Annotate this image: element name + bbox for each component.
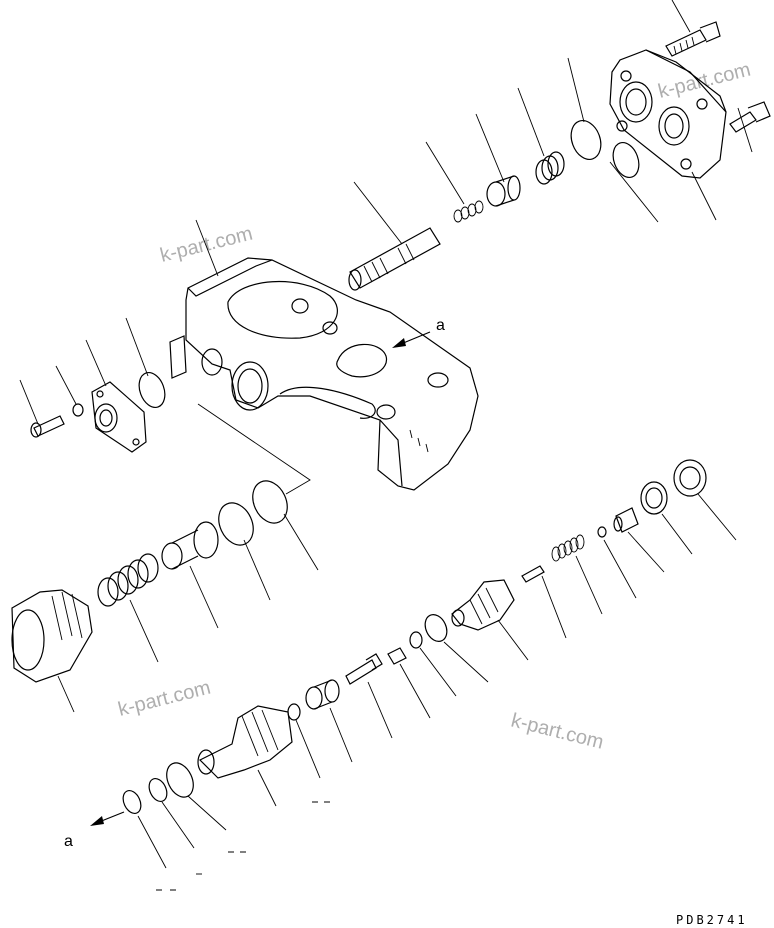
spring-right	[551, 534, 585, 562]
dash-marks	[156, 801, 330, 891]
drawing-code: PDB2741	[676, 913, 748, 927]
spring-top	[535, 151, 565, 185]
flange	[91, 381, 147, 453]
small-spring-top	[453, 200, 484, 223]
watermark-top-left: k-part.com	[158, 223, 255, 267]
pilot-poppet	[521, 565, 545, 583]
watermark-top-right: k-part.com	[656, 59, 753, 103]
view-marker-bottom: a	[64, 833, 73, 850]
cover-plate	[609, 49, 727, 179]
o-ring-large-top	[570, 120, 602, 160]
view-marker-top: a	[436, 317, 445, 334]
watermark-bottom-left: k-part.com	[116, 677, 213, 721]
o-ring-bottom-1	[166, 762, 194, 798]
small-ring	[287, 703, 301, 721]
plug-large	[11, 589, 93, 683]
nut-right	[673, 459, 707, 497]
ring-right	[640, 481, 668, 515]
side-bolt	[729, 101, 771, 133]
leader-lines	[19, 0, 753, 869]
top-bolt	[665, 21, 721, 57]
retainer-top	[486, 175, 521, 207]
spring-mid	[97, 553, 159, 607]
backup-ring-bottom	[148, 778, 168, 802]
arrowhead-bottom	[90, 816, 104, 826]
flange-bolt	[30, 415, 65, 438]
small-piston	[387, 647, 407, 665]
backup-ring	[409, 631, 423, 649]
o-ring-mid-1	[252, 480, 288, 524]
o-ring-flange	[138, 371, 166, 409]
needle	[345, 653, 383, 685]
relief-valve-body	[451, 579, 515, 631]
o-ring-mid-2	[218, 502, 254, 546]
o-ring-small-top	[612, 141, 640, 179]
o-ring-relief	[424, 614, 448, 642]
arrowhead-top	[392, 338, 406, 348]
spool	[348, 227, 441, 291]
washer-left	[72, 403, 84, 417]
sleeve	[305, 679, 340, 710]
o-ring-bottom-2	[122, 790, 142, 814]
watermark-bottom-right: k-part.com	[509, 710, 606, 754]
poppet	[161, 521, 219, 570]
main-relief-body	[197, 705, 293, 779]
valve-body	[169, 257, 479, 491]
adjust-screw	[613, 507, 639, 533]
small-ball	[597, 526, 607, 538]
